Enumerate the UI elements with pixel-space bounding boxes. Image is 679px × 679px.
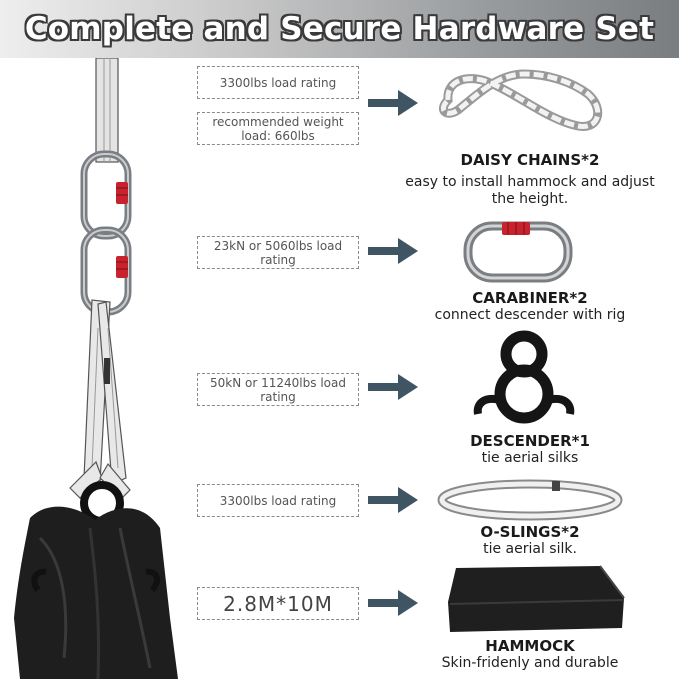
load-rating-box: 3300lbs load rating	[197, 66, 359, 99]
size-box: 2.8M*10M	[197, 587, 359, 620]
product-name: O-SLINGS*2	[480, 523, 580, 541]
product-name: DESCENDER*1	[470, 432, 590, 450]
product-name: CARABINER*2	[472, 289, 588, 307]
arrow-right-icon	[368, 590, 418, 616]
product-description: tie aerial silks	[481, 450, 579, 466]
header-banner	[0, 0, 679, 58]
load-rating-text: 23kN or 5060lbs load rating	[213, 238, 343, 267]
arrow-right-icon	[368, 374, 418, 400]
load-rating-box: recommended weight load: 660lbs	[197, 112, 359, 145]
product-name: DAISY CHAINS*2	[460, 151, 600, 169]
product-description: Skin-fridenly and durable	[441, 655, 619, 671]
load-rating-text: 50kN or 11240lbs load rating	[210, 375, 346, 404]
carabiner-image	[463, 221, 573, 283]
load-rating-box: 3300lbs load rating	[197, 484, 359, 517]
arrow-right-icon	[368, 238, 418, 264]
daisy-chain-image	[439, 69, 603, 131]
load-rating-box: 50kN or 11240lbs load rating	[197, 373, 359, 406]
descender-image	[473, 330, 575, 424]
product-description: easy to install hammock and adjust the h…	[405, 174, 655, 207]
load-rating-text: 3300lbs load rating	[219, 493, 337, 508]
load-rating-text: 3300lbs load rating	[219, 75, 337, 90]
hammock-fabric-image	[448, 565, 625, 632]
product-name: HAMMOCK	[485, 637, 575, 655]
rigging-illustration	[14, 58, 178, 679]
arrow-right-icon	[368, 487, 418, 513]
o-sling-image	[437, 479, 623, 521]
product-description: connect descender with rig	[434, 307, 626, 323]
size-text: 2.8M*10M	[223, 591, 333, 616]
load-rating-box: 23kN or 5060lbs load rating	[197, 236, 359, 269]
page-title: Complete and Secure Hardware Set	[24, 11, 655, 47]
product-description: tie aerial silk.	[483, 541, 577, 557]
arrow-right-icon	[368, 90, 418, 116]
load-rating-text: recommended weight load: 660lbs	[212, 114, 344, 143]
